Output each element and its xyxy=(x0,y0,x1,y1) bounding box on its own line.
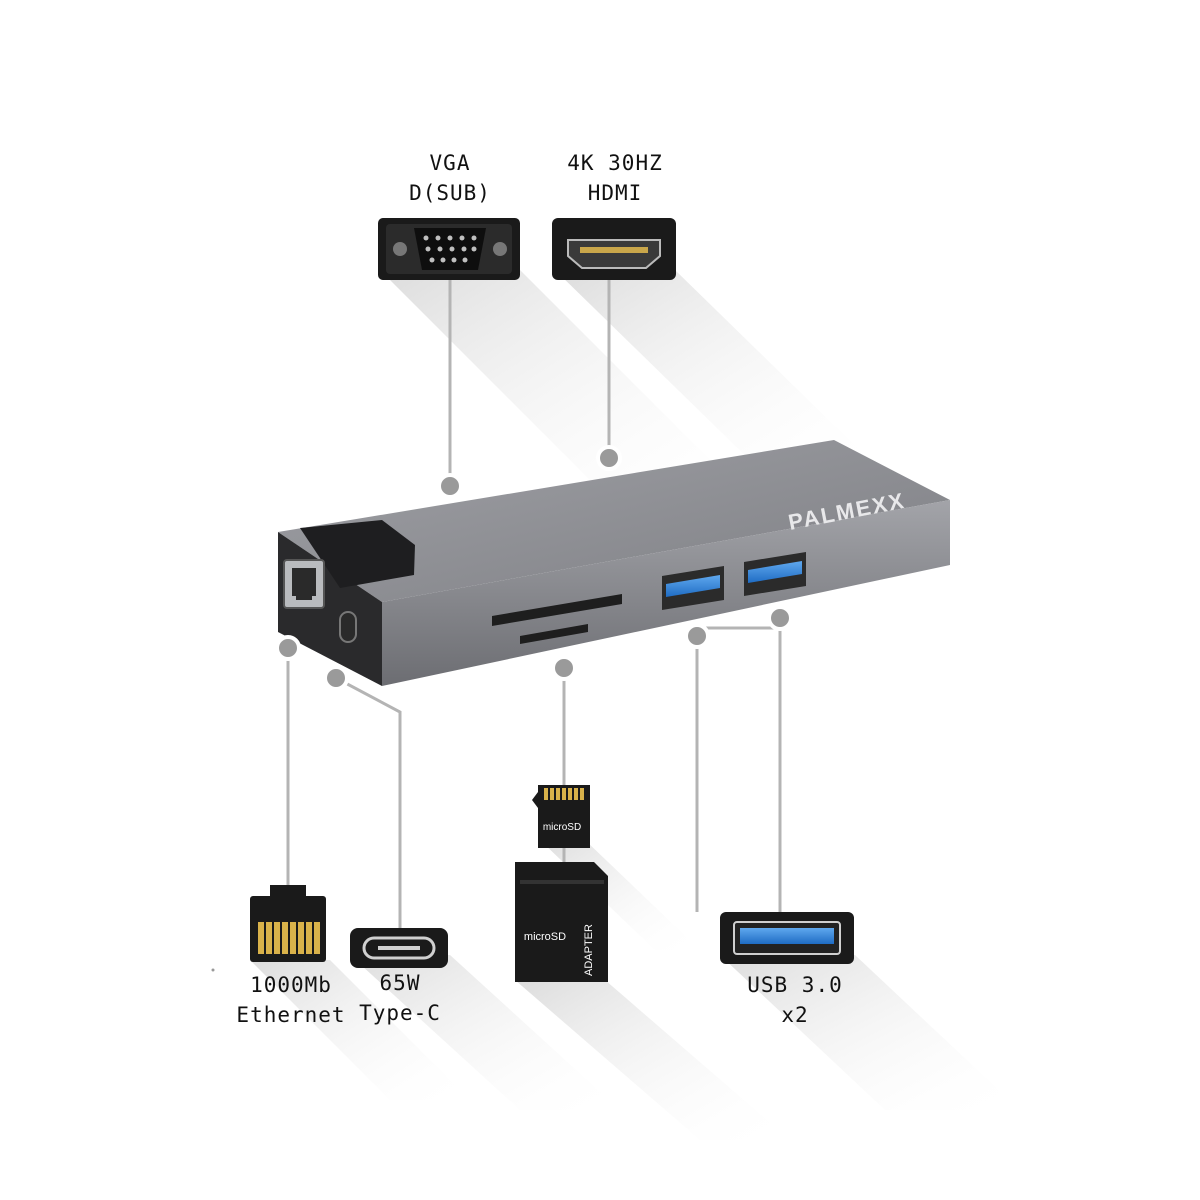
usb-c-port-icon xyxy=(350,928,448,968)
typec-label-line2: Type-C xyxy=(359,1001,441,1025)
hub-end-cap xyxy=(300,520,415,588)
connector-dots xyxy=(275,445,793,691)
vga-label-line1: VGA xyxy=(429,151,471,175)
microsd-adapter-label: microSD xyxy=(524,931,566,943)
hdmi-label: 4K 30HZ HDMI xyxy=(540,148,690,208)
vga-port-icon xyxy=(378,218,520,280)
hdmi-port-icon xyxy=(552,218,676,280)
ethernet-label-line2: Ethernet xyxy=(236,1003,346,1027)
usb-a-port-icon xyxy=(720,912,854,964)
vga-dot xyxy=(437,473,463,499)
typec-label: 65W Type-C xyxy=(340,968,460,1028)
vga-label-line2: D(SUB) xyxy=(409,181,491,205)
microsd-dot xyxy=(551,655,577,681)
sd-adapter-icon: microSD ADAPTER xyxy=(515,862,608,982)
hub-usb-c-port xyxy=(339,611,357,643)
usb-label: USB 3.0 x2 xyxy=(730,970,860,1030)
ethernet-port-icon xyxy=(250,885,326,962)
usb-label-line1: USB 3.0 xyxy=(747,973,843,997)
ethernet-label-line1: 1000Mb xyxy=(250,973,332,997)
hub-card-slots xyxy=(492,594,622,644)
microsd-adapter-text: ADAPTER xyxy=(583,924,595,976)
ethernet-label: 1000Mb Ethernet xyxy=(226,970,356,1030)
microsd-card-label: microSD xyxy=(543,822,581,833)
typec-label-line1: 65W xyxy=(379,971,421,995)
usb-label-line2: x2 xyxy=(781,1003,809,1027)
microsd-card-icon: microSD xyxy=(532,785,590,848)
hdmi-label-line2: HDMI xyxy=(587,181,643,205)
hdmi-dot xyxy=(596,445,622,471)
hub-ethernet-port xyxy=(283,559,325,609)
vga-label: VGA D(SUB) xyxy=(380,148,520,208)
hub-usb-a-ports xyxy=(662,552,806,610)
usb-c-hub: PALMEXX xyxy=(278,440,950,686)
usb-dot-1 xyxy=(684,623,710,649)
stray-dot xyxy=(211,968,215,972)
typec-dot xyxy=(323,665,349,691)
ethernet-dot xyxy=(275,635,301,661)
hdmi-label-line1: 4K 30HZ xyxy=(567,151,663,175)
hub-top-face xyxy=(278,440,950,602)
usb-dot-2 xyxy=(767,605,793,631)
